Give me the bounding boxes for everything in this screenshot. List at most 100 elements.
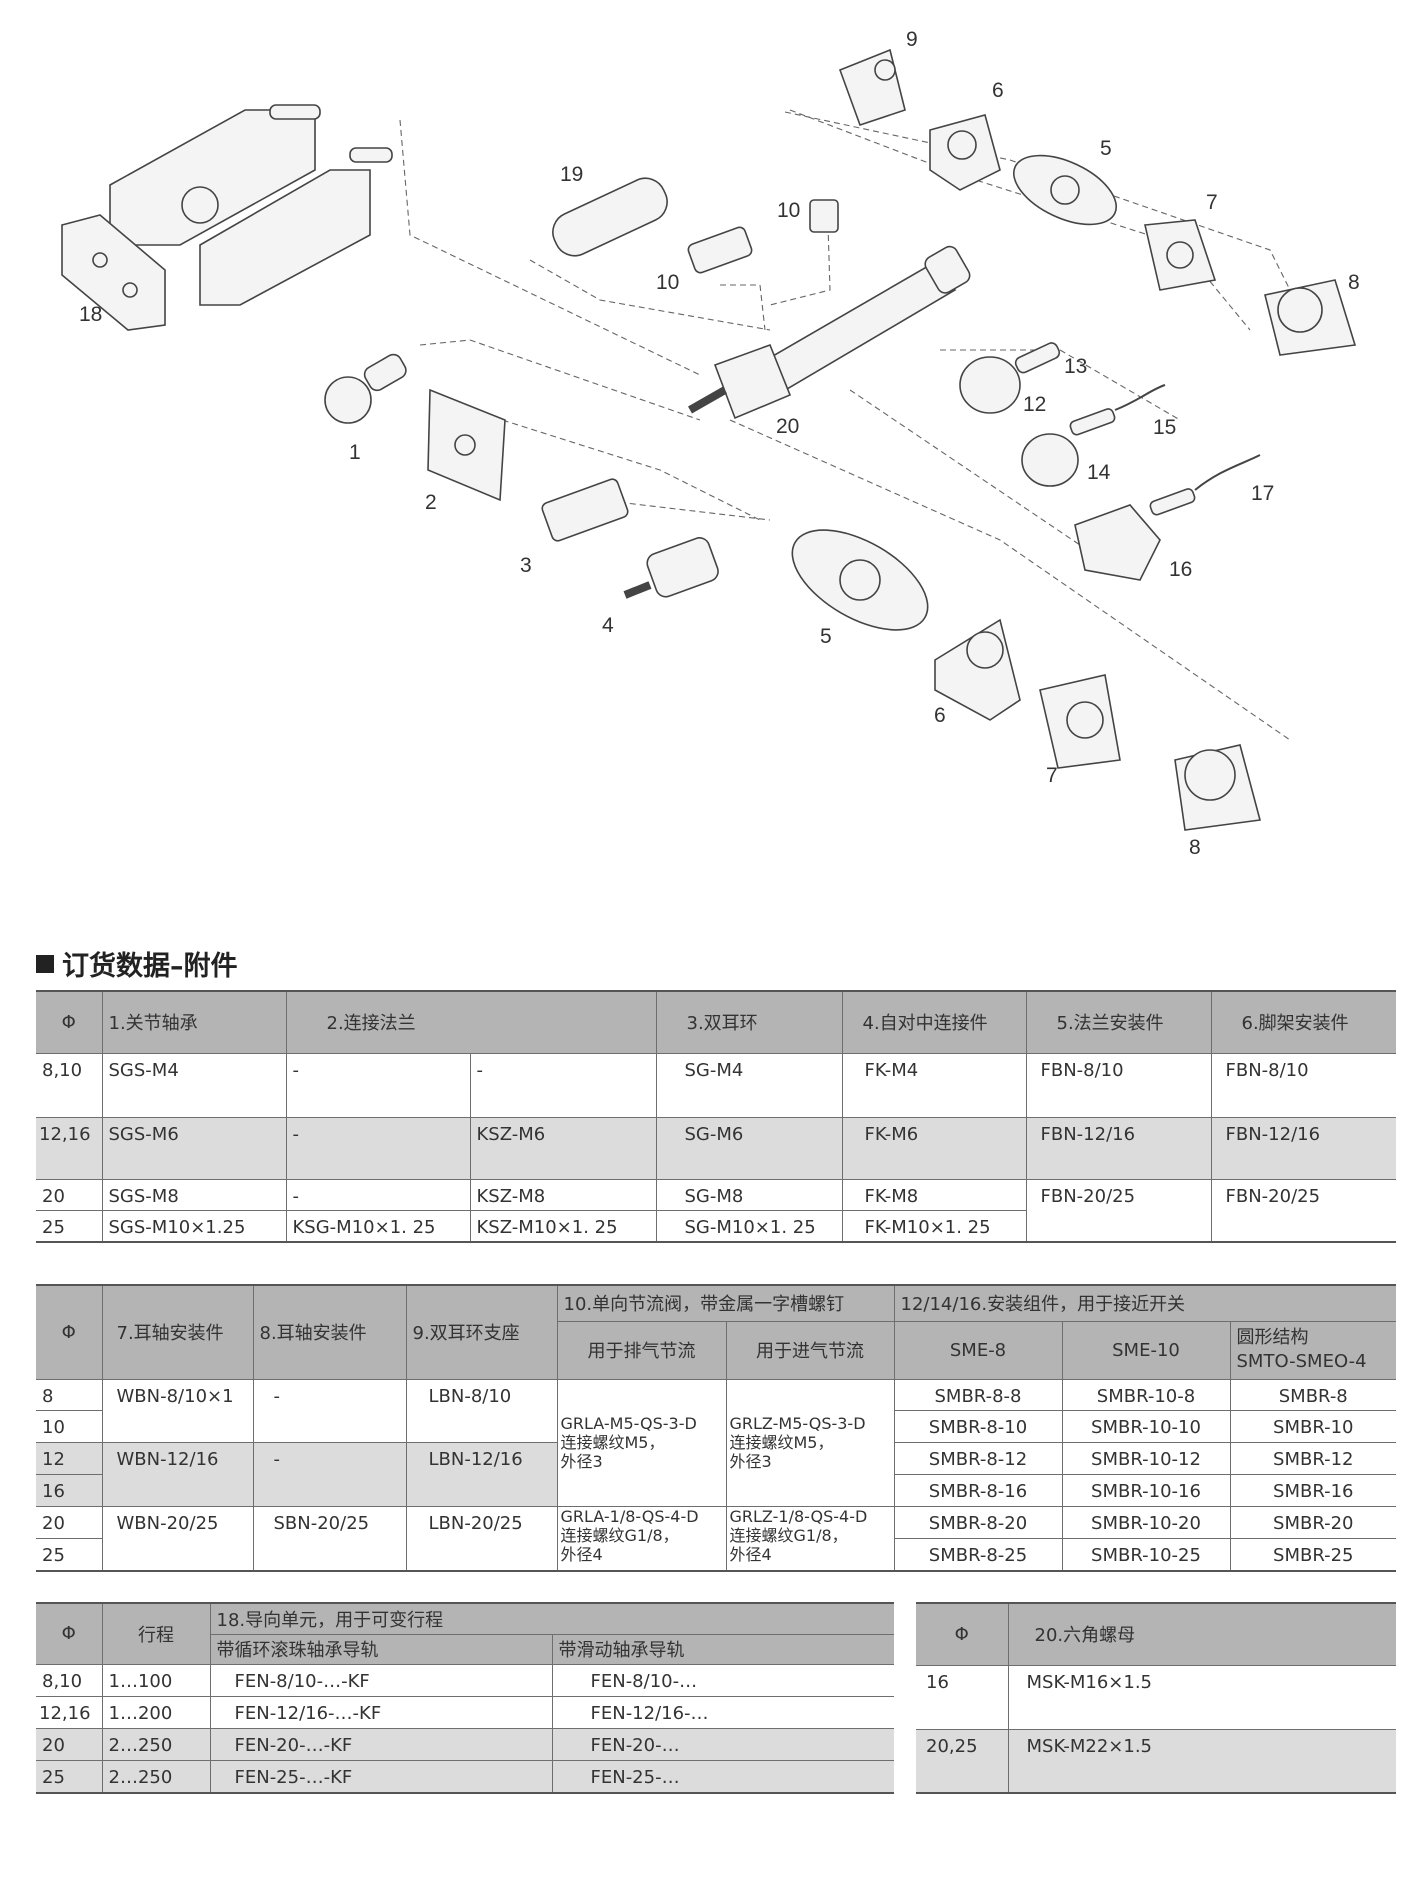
header-rod-clevis: 3.双耳环 bbox=[655, 990, 843, 1054]
cell: 16 bbox=[36, 1473, 103, 1507]
cell: KSZ-M10×1. 25 bbox=[469, 1209, 657, 1243]
table-row: 8,10 1…100 FEN-8/10-…-KF FEN-8/10-… bbox=[36, 1663, 894, 1697]
sensor-part-17 bbox=[1149, 454, 1261, 516]
cell: KSZ-M6 bbox=[469, 1116, 657, 1180]
table-row: 20,25 MSK-M22×1.5 bbox=[916, 1728, 1396, 1794]
cell: 20 bbox=[36, 1727, 103, 1761]
spring-part-19 bbox=[552, 177, 668, 257]
table-row: 16 MSK-M16×1.5 bbox=[916, 1664, 1396, 1730]
header-hex-nut-20: 20.六角螺母 bbox=[1007, 1602, 1396, 1666]
clevis-bracket-part-9 bbox=[838, 48, 906, 127]
cell: KSG-M10×1. 25 bbox=[285, 1209, 471, 1243]
svg-text:10: 10 bbox=[777, 199, 800, 222]
cell: - bbox=[285, 1052, 471, 1118]
cell: SMBR-8-10 bbox=[893, 1409, 1063, 1443]
text: 外径3 bbox=[560, 1452, 603, 1471]
svg-text:12: 12 bbox=[1023, 393, 1046, 416]
cell: SMBR-10-10 bbox=[1061, 1409, 1231, 1443]
clamp-part-12 bbox=[959, 356, 1021, 414]
header-flange-mounting: 5.法兰安装件 bbox=[1025, 990, 1212, 1054]
trunnion-part-7b bbox=[1039, 674, 1121, 769]
svg-text:13: 13 bbox=[1064, 355, 1087, 378]
table-row: 20 WBN-20/25 SBN-20/25 LBN-20/25 GRLA-1/… bbox=[36, 1505, 1397, 1572]
cell: FBN-12/16 bbox=[1210, 1116, 1396, 1180]
text: 外径3 bbox=[729, 1452, 772, 1471]
cell: SMBR-8-8 bbox=[893, 1378, 1063, 1411]
svg-text:17: 17 bbox=[1251, 482, 1274, 505]
cell: SBN-20/25 bbox=[252, 1505, 407, 1572]
cell: 16 bbox=[916, 1664, 1009, 1730]
cell: SMBR-20 bbox=[1229, 1505, 1397, 1539]
cell: - bbox=[252, 1378, 407, 1443]
header-phi: Φ bbox=[36, 1284, 103, 1380]
table-row: 25 SMBR-8-25 SMBR-10-25 SMBR-25 bbox=[36, 1537, 1397, 1572]
header-supply-flow: 用于进气节流 bbox=[725, 1320, 895, 1380]
svg-text:7: 7 bbox=[1206, 191, 1218, 214]
table-row: 20 SGS-M8 - KSZ-M8 SG-M8 FK-M8 FBN-20/25… bbox=[36, 1178, 1396, 1243]
table-row: 20 2…250 FEN-20-…-KF FEN-20-… bbox=[36, 1727, 894, 1761]
cell: WBN-8/10×1 bbox=[101, 1378, 254, 1443]
cell: 10 bbox=[36, 1409, 103, 1443]
header-exhaust-flow: 用于排气节流 bbox=[557, 1320, 727, 1380]
header-self-aligning-coupler: 4.自对中连接件 bbox=[841, 990, 1027, 1054]
svg-text:15: 15 bbox=[1153, 416, 1176, 439]
table-row: 12,16 SGS-M6 - KSZ-M6 SG-M6 FK-M6 FBN-12… bbox=[36, 1116, 1396, 1180]
cell: FBN-20/25 bbox=[1025, 1178, 1212, 1243]
cell: MSK-M16×1.5 bbox=[1007, 1664, 1396, 1730]
cell: FEN-20-… bbox=[551, 1727, 894, 1761]
table-row: 25 SGS-M10×1.25 KSG-M10×1. 25 KSZ-M10×1.… bbox=[36, 1209, 1396, 1243]
accessories-table-1: Φ 1.关节轴承 2.连接法兰 3.双耳环 4.自对中连接件 5.法兰安装件 6… bbox=[36, 990, 1396, 1243]
cell: LBN-20/25 bbox=[405, 1505, 558, 1572]
cell: 25 bbox=[36, 1759, 103, 1794]
cell: 20,25 bbox=[916, 1728, 1009, 1794]
svg-text:8: 8 bbox=[1348, 271, 1360, 294]
cell: FBN-20/25 bbox=[1210, 1178, 1396, 1243]
cell: SGS-M6 bbox=[101, 1116, 287, 1180]
sensor-part-13 bbox=[1014, 342, 1061, 374]
cell: 8,10 bbox=[36, 1052, 103, 1118]
trunnion-bracket-part-8a bbox=[1264, 279, 1357, 356]
cell: 25 bbox=[36, 1537, 103, 1572]
svg-text:14: 14 bbox=[1087, 461, 1111, 484]
cell: FEN-8/10-…-KF bbox=[209, 1663, 553, 1697]
header-phi: Φ bbox=[916, 1602, 1009, 1666]
svg-text:7: 7 bbox=[1046, 764, 1058, 787]
cell: 12,16 bbox=[36, 1116, 103, 1180]
cell: FK-M10×1. 25 bbox=[841, 1209, 1026, 1243]
cell: SMBR-12 bbox=[1229, 1441, 1397, 1475]
table-row: 12 WBN-12/16 - LBN-12/16 SMBR-8-12 SMBR-… bbox=[36, 1441, 1397, 1507]
clamp-part-14 bbox=[1021, 433, 1079, 487]
text: GRLZ-1/8-QS-4-D bbox=[729, 1506, 868, 1526]
hex-nut-table: Φ 20.六角螺母 16 MSK-M16×1.5 20,25 MSK-M22×1… bbox=[916, 1602, 1396, 1794]
text: 外径4 bbox=[729, 1544, 772, 1564]
svg-text:3: 3 bbox=[520, 554, 532, 577]
section-title-text: 订货数据–附件 bbox=[62, 951, 238, 982]
cell: SMBR-10-20 bbox=[1061, 1505, 1231, 1539]
cell: FEN-25-… bbox=[551, 1759, 894, 1794]
cell: 2…250 bbox=[101, 1759, 211, 1794]
header-round-design-line1: 圆形结构 bbox=[1236, 1327, 1309, 1348]
cell: SMBR-10-16 bbox=[1061, 1473, 1231, 1507]
cell: - bbox=[285, 1116, 471, 1180]
cell: FK-M4 bbox=[841, 1052, 1027, 1118]
cell: SG-M4 bbox=[655, 1052, 843, 1118]
cell: WBN-20/25 bbox=[101, 1505, 254, 1572]
cell: SMBR-8-25 bbox=[893, 1537, 1063, 1572]
header-sme-8: SME-8 bbox=[893, 1320, 1063, 1380]
trunnion-part-7a bbox=[1144, 219, 1217, 291]
valve-part-10b bbox=[687, 226, 753, 274]
header-sensor-mounting: 12/14/16.安装组件，用于接近开关 bbox=[893, 1284, 1397, 1322]
header-round-design-line2: SMTO-SMEO-4 bbox=[1236, 1351, 1367, 1372]
cell: LBN-8/10 bbox=[405, 1378, 558, 1443]
svg-text:9: 9 bbox=[906, 28, 918, 51]
cell: SMBR-8-16 bbox=[893, 1473, 1063, 1507]
cylinder-part-20 bbox=[688, 245, 971, 420]
cell: 2…250 bbox=[101, 1727, 211, 1761]
svg-text:18: 18 bbox=[79, 303, 102, 326]
svg-text:5: 5 bbox=[1100, 137, 1112, 160]
foot-part-6a bbox=[929, 114, 1001, 191]
svg-text:20: 20 bbox=[776, 415, 799, 438]
